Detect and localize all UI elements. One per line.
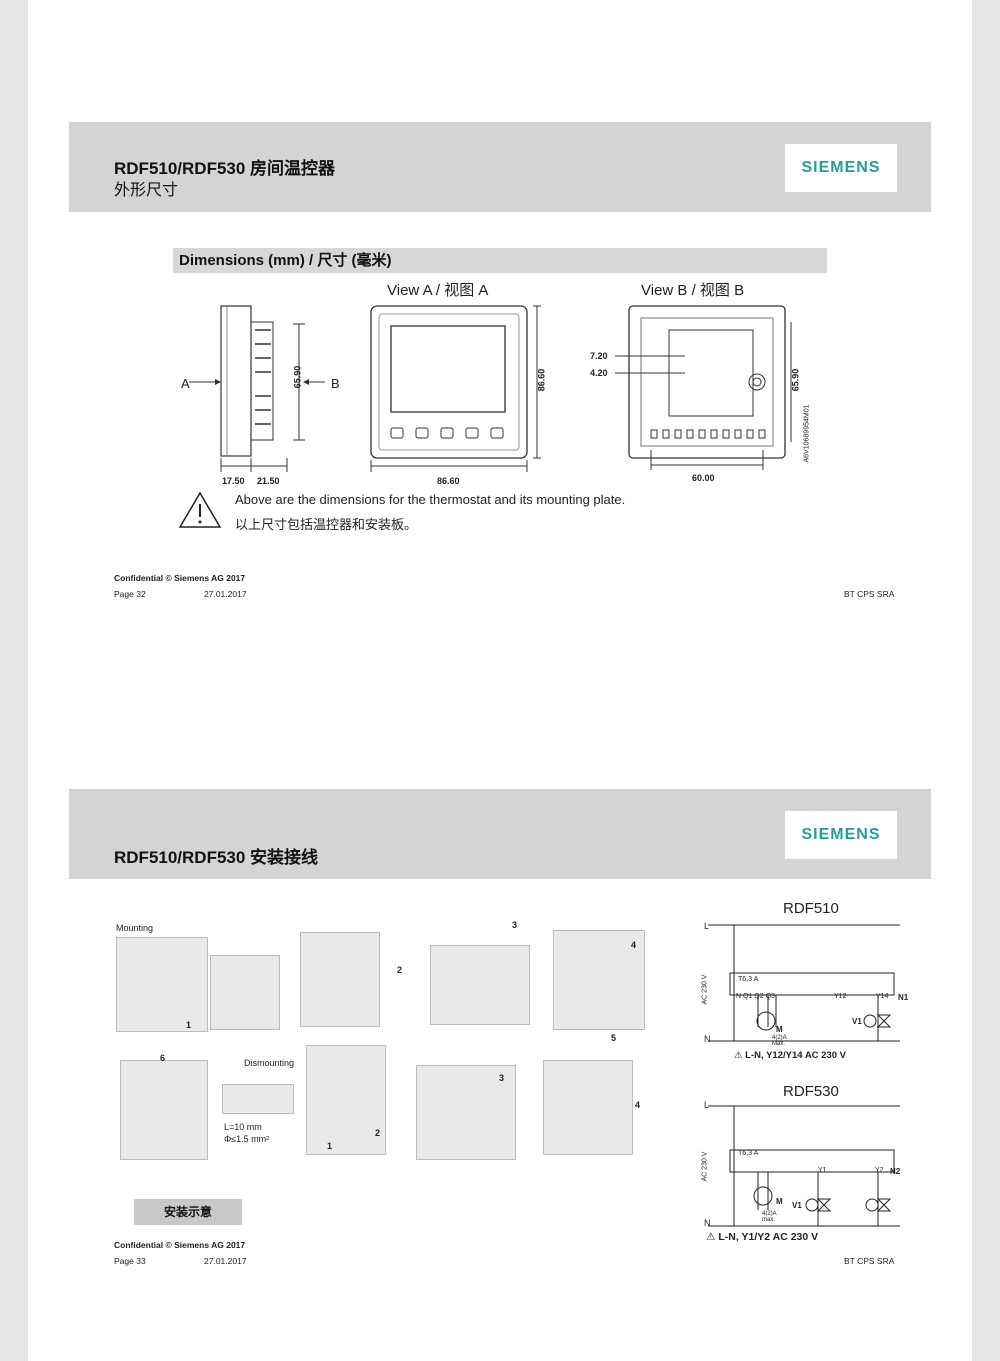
rdf510-y14: Y14 — [876, 993, 889, 1000]
note-chinese: 以上尺寸包括温控器和安装板。 — [235, 517, 418, 532]
rdf510-fuse: T6,3 A — [738, 976, 759, 983]
page-number-1: Page 32 — [114, 589, 146, 599]
rdf530-fuse: T6,3 A — [738, 1150, 759, 1157]
step-3: 3 — [512, 920, 518, 930]
side-view-drawing — [189, 305, 325, 472]
siemens-logo-2: SIEMENS — [785, 811, 897, 859]
rdf530-v1: V1 — [792, 1201, 802, 1210]
step-1: 1 — [186, 1020, 192, 1030]
rdf510-supply: AC 230 V — [701, 974, 709, 1005]
back-view-drawing — [615, 305, 792, 470]
mounting-plate-image — [210, 955, 280, 1030]
step-5: 5 — [611, 1033, 617, 1043]
rdf530-wiring-diagram — [708, 1105, 900, 1227]
dim-back-height: 65.90 — [790, 368, 801, 392]
dim-4-20: 4.20 — [590, 368, 608, 378]
rdf510-terminals: N Q1 Q2 Q3 — [736, 993, 775, 1000]
dimensions-section-title: Dimensions (mm) / 尺寸 (毫米) — [173, 248, 827, 273]
mounted-thermostat-image — [120, 1060, 208, 1160]
wiring-image-3 — [430, 945, 530, 1025]
diameter-note: Φ≤1.5 mm² — [224, 1134, 270, 1144]
dismount-image-1 — [306, 1045, 386, 1155]
dim-depth-2: 21.50 — [257, 476, 280, 486]
rdf510-wiring-diagram — [708, 924, 900, 1042]
dismount-step-2: 2 — [375, 1128, 381, 1138]
rdf510-l: L — [704, 921, 710, 931]
dismount-step-1: 1 — [327, 1141, 333, 1151]
slide2-header: RDF510/RDF530 安装接线 SIEMENS — [69, 789, 931, 879]
rdf530-y1: Y1 — [818, 1167, 827, 1174]
wire-strip-image — [222, 1084, 294, 1114]
date-2: 27.01.2017 — [204, 1256, 247, 1266]
rdf510-n1: N1 — [898, 993, 909, 1002]
dim-depth-1: 17.50 — [222, 476, 245, 486]
slide1-subtitle: 外形尺寸 — [114, 182, 179, 199]
rdf510-warning-text: L-N, Y12/Y14 AC 230 V — [745, 1050, 847, 1061]
rdf510-n: N — [704, 1034, 711, 1044]
mounting-image-1 — [116, 937, 208, 1032]
note-english: Above are the dimensions for the thermos… — [235, 492, 626, 507]
mounting-label: Mounting — [116, 923, 154, 933]
confidential-1: Confidential © Siemens AG 2017 — [114, 573, 246, 583]
slide1-title: RDF510/RDF530 房间温控器 — [114, 159, 336, 178]
dept-1: BT CPS SRA — [844, 589, 895, 599]
rdf510-title: RDF510 — [783, 900, 839, 917]
rdf510-motor: M — [776, 1025, 783, 1034]
dim-front-width: 86.60 — [437, 476, 460, 486]
rdf510-warning: ⚠ L-N, Y12/Y14 AC 230 V — [734, 1050, 847, 1061]
confidential-2: Confidential © Siemens AG 2017 — [114, 1240, 246, 1250]
rdf510-v1: V1 — [852, 1017, 862, 1026]
dismount-step-3: 3 — [499, 1073, 505, 1083]
rdf530-supply: AC 230 V — [701, 1151, 709, 1182]
label-b: B — [331, 376, 340, 391]
mounting-image-4 — [553, 930, 645, 1030]
drawing-code: A6V10689954M01 — [803, 404, 811, 463]
step-2: 2 — [397, 965, 403, 975]
date-1: 27.01.2017 — [204, 589, 247, 599]
mounting-image-2 — [300, 932, 380, 1027]
rdf530-title: RDF530 — [783, 1083, 839, 1100]
rdf530-warning: ⚠ L-N, Y1/Y2 AC 230 V — [706, 1231, 819, 1243]
dept-2: BT CPS SRA — [844, 1256, 895, 1266]
dismount-image-3 — [543, 1060, 633, 1155]
rdf510-rating: 4(2)A Max. — [772, 1035, 787, 1047]
dismount-step-4: 4 — [635, 1100, 641, 1110]
slide1-header: RDF510/RDF530 房间温控器 外形尺寸 SIEMENS — [69, 122, 931, 212]
step-4: 4 — [631, 940, 637, 950]
view-b-label: View B / 视图 B — [641, 282, 745, 299]
front-view-drawing — [370, 305, 541, 472]
rdf530-n: N — [704, 1218, 711, 1228]
rdf510-y12: Y12 — [834, 993, 847, 1000]
warning-icon — [178, 491, 222, 528]
dismount-image-2 — [416, 1065, 516, 1160]
label-a: A — [181, 376, 190, 391]
step-6: 6 — [160, 1053, 166, 1063]
slide2-title: RDF510/RDF530 安装接线 — [114, 848, 319, 867]
rdf530-motor: M — [776, 1197, 783, 1206]
installation-caption: 安装示意 — [134, 1199, 242, 1225]
dim-back-width: 60.00 — [692, 473, 715, 483]
rdf530-y2: Y2 — [875, 1167, 884, 1174]
rdf530-n2: N2 — [890, 1167, 901, 1176]
siemens-logo: SIEMENS — [785, 144, 897, 192]
dim-front-height: 86.60 — [536, 368, 547, 392]
rdf530-rating: 4(2)A max. — [762, 1211, 777, 1223]
view-a-label: View A / 视图 A — [387, 282, 489, 299]
length-note: L=10 mm — [224, 1122, 262, 1132]
dim-7-20: 7.20 — [590, 351, 608, 361]
page-number-2: Page 33 — [114, 1256, 146, 1266]
rdf530-warning-text: L-N, Y1/Y2 AC 230 V — [718, 1231, 819, 1243]
dim-side-height: 65.90 — [292, 365, 303, 389]
rdf530-l: L — [704, 1100, 710, 1110]
dismounting-label: Dismounting — [244, 1058, 295, 1068]
